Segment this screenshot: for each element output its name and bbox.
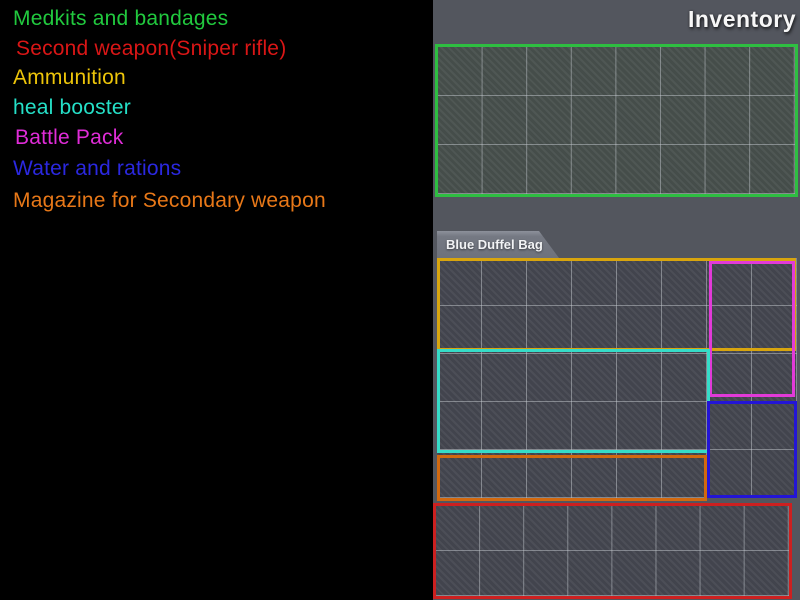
legend-medkits: Medkits and bandages bbox=[13, 7, 229, 30]
grid-medkits-and-bandages[interactable] bbox=[435, 44, 798, 197]
legend-water-rations: Water and rations bbox=[13, 157, 182, 180]
region-battle-pack[interactable] bbox=[709, 261, 795, 397]
legend-battle-pack: Battle Pack bbox=[15, 126, 124, 149]
region-water-and-rations[interactable] bbox=[707, 401, 797, 498]
legend-ammunition: Ammunition bbox=[13, 66, 126, 89]
grid-blue-duffel-bag[interactable] bbox=[437, 258, 797, 498]
legend-magazine: Magazine for Secondary weapon bbox=[13, 189, 326, 212]
region-magazine-for-secondary-weapon[interactable] bbox=[437, 455, 707, 501]
legend: Medkits and bandages Second weapon(Snipe… bbox=[13, 7, 326, 212]
legend-heal-booster: heal booster bbox=[13, 96, 131, 119]
bag-tab-blue-duffel[interactable]: Blue Duffel Bag bbox=[437, 231, 559, 258]
inventory-title: Inventory bbox=[687, 6, 796, 32]
grid-second-weapon-sniper-rifle[interactable] bbox=[433, 503, 792, 599]
legend-second-weapon: Second weapon(Sniper rifle) bbox=[16, 37, 287, 60]
inventory-panel: Inventory Blue Duffel Bag bbox=[433, 0, 800, 600]
region-heal-booster[interactable] bbox=[437, 349, 710, 453]
